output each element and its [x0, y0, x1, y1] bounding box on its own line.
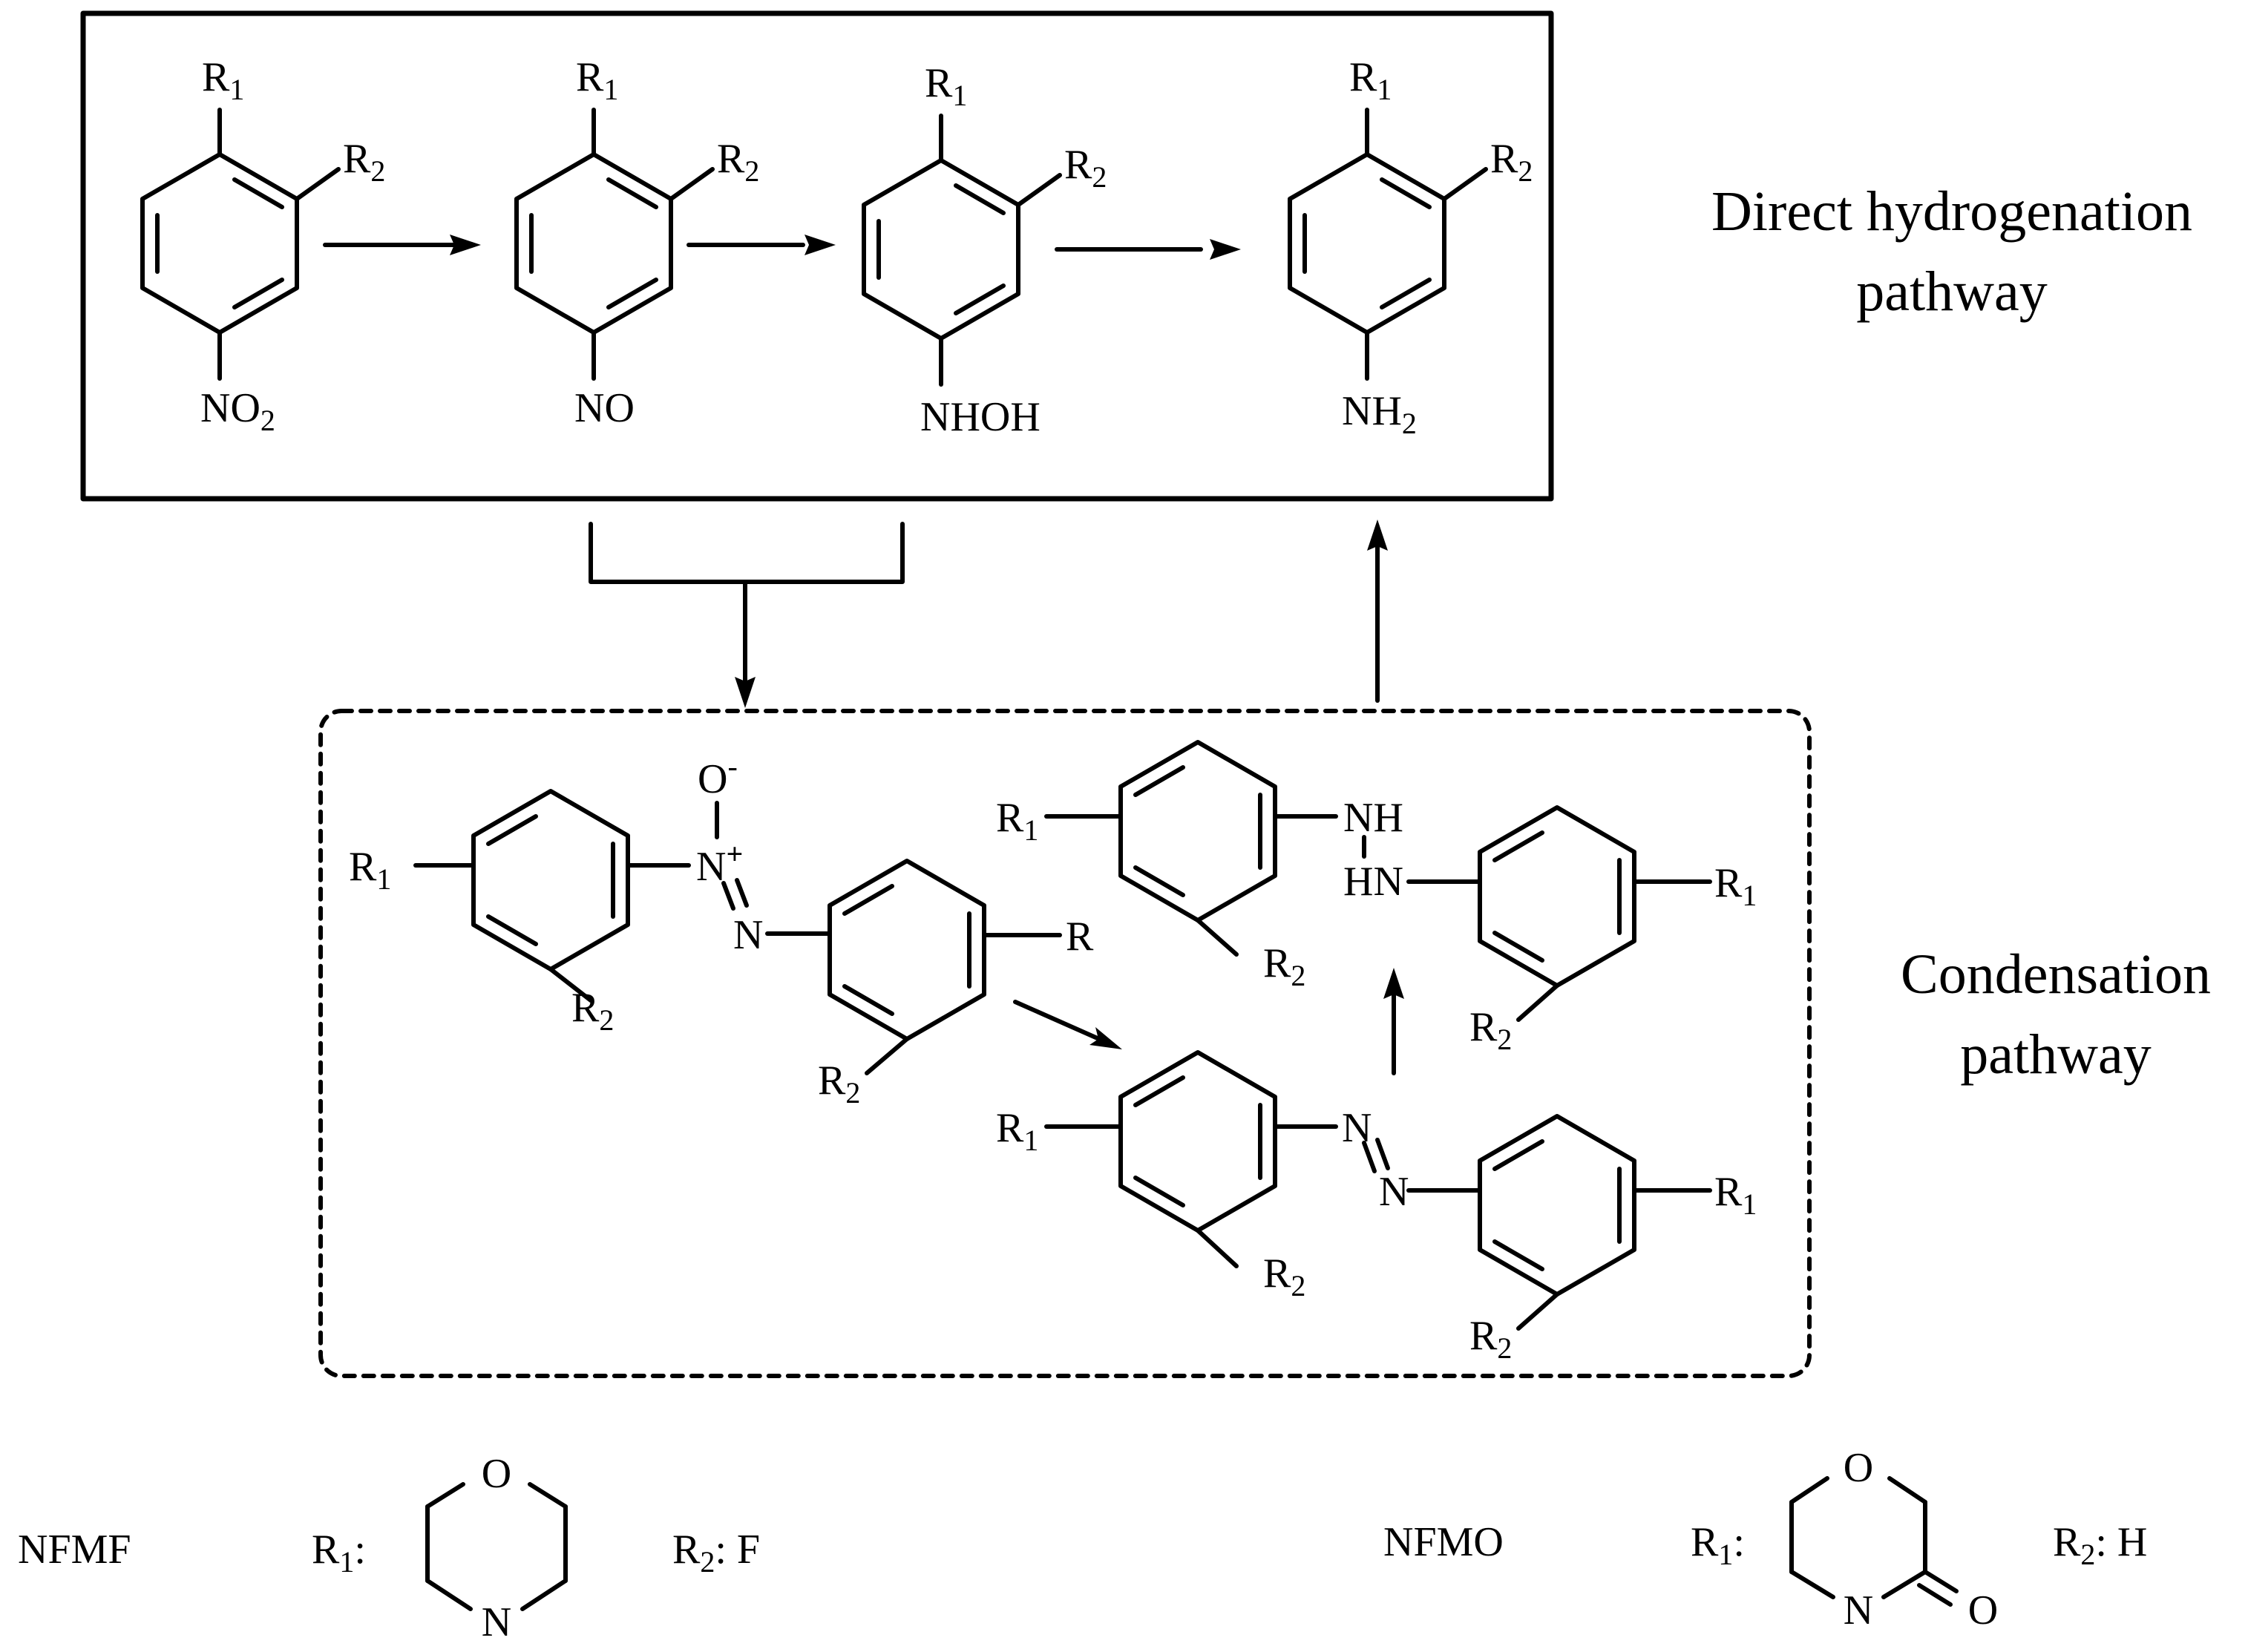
legend-nfmo-ring-o: O: [1844, 1445, 1873, 1491]
legend-nfmf-name: NFMF: [18, 1527, 131, 1573]
label-r2: R2: [343, 136, 385, 188]
arrowhead: [1367, 519, 1388, 551]
legend-nfmf-r1: R1:: [312, 1527, 366, 1579]
legend-nfmf-ring-n: N: [482, 1599, 511, 1645]
condensation-pathway-box: [318, 709, 1812, 1378]
label-hydroxylamine-group: NHOH: [920, 394, 1041, 440]
legend-nfmo-r2: R2: H: [2053, 1519, 2147, 1571]
label-r2: R2: [1263, 1251, 1305, 1302]
bracket-connector: [589, 522, 905, 584]
label-r2: R2: [1490, 136, 1533, 188]
label-r1: R1: [1714, 1169, 1757, 1221]
legend-nfmf-ring-o: O: [482, 1451, 511, 1497]
label-r1: R1: [1714, 860, 1757, 912]
label-r1: R1: [349, 844, 391, 896]
hydrazo-compound-structure: [1044, 740, 1712, 1022]
label-r2: R2: [571, 985, 614, 1037]
legend-nfmo-carbonyl-o: O: [1968, 1587, 1998, 1633]
amine-compound-structure: [1288, 108, 1488, 381]
legend-nfmo-r1: R1:: [1691, 1519, 1745, 1571]
hydrazo-hn-label: HN: [1343, 859, 1403, 905]
label-r2: R2: [1064, 142, 1107, 194]
label-nitroso-group: NO: [574, 385, 635, 431]
condensation-pathway-title-line1: Condensation: [1901, 943, 2211, 1006]
label-r2: R2: [1469, 1004, 1512, 1056]
arrow-azoxy-to-azo: [1013, 1000, 1108, 1044]
condensation-pathway-title-line2: pathway: [1960, 1023, 2151, 1086]
nitroso-compound-structure: [514, 108, 715, 381]
label-r2: R2: [717, 136, 759, 188]
hydroxylamine-compound-structure: [862, 114, 1062, 387]
hydrazo-nh-label: NH: [1343, 795, 1403, 841]
direct-pathway-title-line1: Direct hydrogenation: [1711, 180, 2192, 243]
direct-pathway-box: [80, 10, 1554, 502]
label-r1: R1: [996, 795, 1038, 847]
azo-n2-label: N: [1379, 1169, 1409, 1215]
arrowhead: [1089, 1027, 1122, 1049]
nfmo-morpholinone-ring: [1789, 1476, 1959, 1607]
arrowhead: [1383, 968, 1404, 999]
label-r2: R2: [1263, 940, 1305, 992]
nfmf-morpholine-ring: [425, 1482, 568, 1611]
label-r: R: [1066, 914, 1094, 960]
label-r1: R1: [576, 54, 618, 106]
label-r2: R2: [1469, 1313, 1512, 1365]
label-r2: R2: [818, 1058, 860, 1109]
azoxy-n-label: N: [733, 912, 763, 958]
azoxy-n-plus-label: N+: [696, 837, 743, 890]
azoxy-compound-structure: [413, 789, 1062, 1075]
label-r1: R1: [996, 1105, 1038, 1157]
direct-pathway-title-line2: pathway: [1856, 260, 2047, 323]
label-nitro-group: NO2: [200, 385, 275, 437]
azo-n1-label: N: [1342, 1105, 1372, 1151]
arrowhead: [450, 235, 481, 255]
legend-nfmo-name: NFMO: [1383, 1519, 1504, 1565]
label-r1: R1: [925, 60, 967, 112]
azo-compound-structure: [1044, 1050, 1712, 1331]
label-r1: R1: [202, 54, 244, 106]
arrowhead: [805, 235, 836, 255]
arrowhead: [1210, 239, 1241, 260]
nitro-compound-structure: [140, 108, 341, 381]
arrowhead: [735, 677, 756, 708]
azoxy-oxygen-label: O-: [698, 750, 738, 802]
legend-nfmf-r2: R2: F: [672, 1527, 760, 1579]
label-amine-group: NH2: [1342, 388, 1417, 440]
label-r1: R1: [1349, 54, 1392, 106]
legend-nfmo-ring-n: N: [1844, 1587, 1873, 1633]
